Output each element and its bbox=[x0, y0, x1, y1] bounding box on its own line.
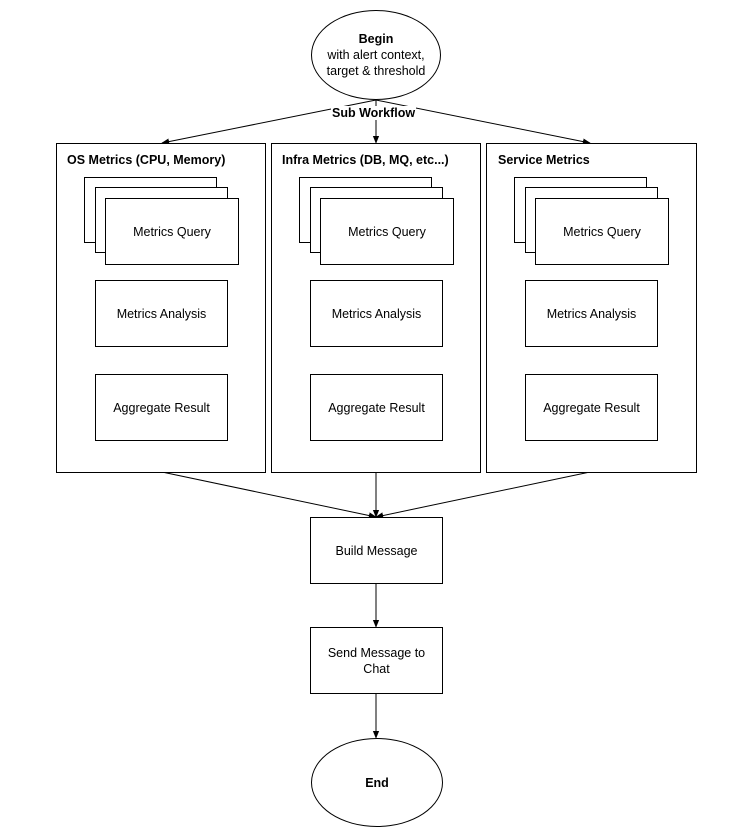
build-message-label: Build Message bbox=[335, 543, 418, 558]
send-message-label: Send Message to Chat bbox=[327, 645, 426, 676]
infra-aggregate-result: Aggregate Result bbox=[310, 374, 443, 441]
service-metrics-analysis-label: Metrics Analysis bbox=[546, 306, 637, 321]
end-node: End bbox=[311, 738, 443, 827]
infra-aggregate-result-label: Aggregate Result bbox=[328, 400, 425, 415]
group-infra-metrics-title: Infra Metrics (DB, MQ, etc...) bbox=[282, 153, 449, 167]
begin-line-1: with alert context, bbox=[327, 48, 425, 62]
service-metrics-analysis: Metrics Analysis bbox=[525, 280, 658, 347]
os-aggregate-result-label: Aggregate Result bbox=[113, 400, 210, 415]
begin-node: Begin with alert context, target & thres… bbox=[311, 10, 441, 100]
arrow-os-to-build bbox=[161, 471, 377, 519]
service-metrics-query-label: Metrics Query bbox=[563, 224, 641, 239]
end-label: End bbox=[365, 775, 389, 790]
group-service-metrics-title: Service Metrics bbox=[498, 153, 590, 167]
build-message-node: Build Message bbox=[310, 517, 443, 584]
os-metrics-query-label: Metrics Query bbox=[133, 224, 211, 239]
os-metrics-analysis-label: Metrics Analysis bbox=[116, 306, 207, 321]
infra-metrics-query-label: Metrics Query bbox=[348, 224, 426, 239]
group-os-metrics-title: OS Metrics (CPU, Memory) bbox=[67, 153, 226, 167]
os-metrics-query: Metrics Query bbox=[105, 198, 239, 265]
os-metrics-analysis: Metrics Analysis bbox=[95, 280, 228, 347]
sub-workflow-label: Sub Workflow bbox=[331, 106, 417, 120]
service-metrics-query: Metrics Query bbox=[535, 198, 669, 265]
os-aggregate-result: Aggregate Result bbox=[95, 374, 228, 441]
service-aggregate-result: Aggregate Result bbox=[525, 374, 658, 441]
infra-metrics-analysis: Metrics Analysis bbox=[310, 280, 443, 347]
send-message-node: Send Message to Chat bbox=[310, 627, 443, 694]
begin-line-2: target & threshold bbox=[326, 64, 426, 78]
begin-title: Begin bbox=[358, 32, 394, 46]
service-aggregate-result-label: Aggregate Result bbox=[543, 400, 640, 415]
infra-metrics-query: Metrics Query bbox=[320, 198, 454, 265]
arrow-service-to-build bbox=[375, 471, 591, 519]
infra-metrics-analysis-label: Metrics Analysis bbox=[331, 306, 422, 321]
